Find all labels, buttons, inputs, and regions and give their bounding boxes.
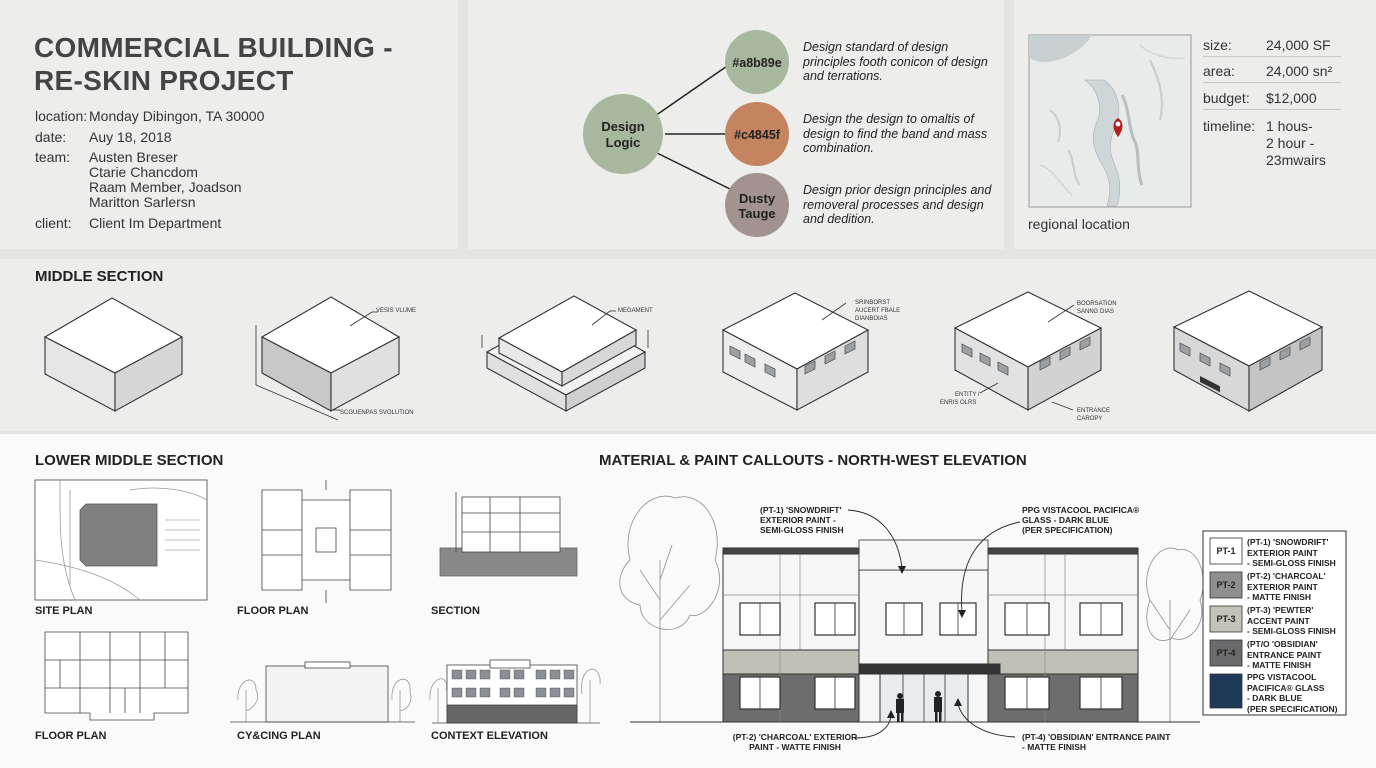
spec-timeline-value: 1 hous- [1266, 118, 1313, 134]
team-member: Ctarie Chancdom [89, 164, 198, 180]
lower-section-heading: LOWER MIDDLE SECTION [35, 452, 224, 469]
caption-site-plan: SITE PLAN [35, 605, 93, 617]
callout-pt4-line: (PT-4) 'OBSIDIAN' ENTRANCE PAINT [1022, 732, 1171, 742]
team-label: team: [35, 149, 71, 165]
legend-line: ACCENT PAINT [1247, 615, 1310, 626]
legend-code-pt4: PT-4 [1216, 648, 1236, 658]
caption-context-elevation: CONTEXT ELEVATION [431, 730, 548, 742]
callout-pt1-line: (PT-1) 'SNOWDRIFT' [760, 505, 842, 515]
spec-size-label: size: [1203, 37, 1232, 53]
date-label: date: [35, 129, 67, 145]
map-caption: regional location [1028, 216, 1130, 232]
design-note-2: Design the design to omaltis of design t… [803, 112, 988, 155]
client-label: client: [35, 215, 72, 231]
project-title: COMMERCIAL BUILDING - RE-SKIN PROJECT [34, 32, 393, 96]
callout-pt2-line: (PT-2) 'CHARCOAL' EXTERIOR [732, 732, 858, 742]
caption-cycling-plan: CY&CING PLAN [237, 730, 321, 742]
callout-pt2-line: PAINT - WATTE FINISH [749, 742, 841, 752]
legend-text-pt1: (PT-1) 'SNOWDRIFT' EXTERIOR PAINT - SEMI… [1247, 537, 1347, 569]
location-label: location: [35, 108, 88, 124]
callout-glass: PPG VISTACOOL PACIFICA® GLASS - DARK BLU… [1022, 505, 1139, 535]
spec-budget-value: $12,000 [1266, 90, 1317, 106]
spec-timeline-value: 23mwairs [1266, 152, 1326, 168]
project-info-panel [0, 0, 458, 249]
legend-line: - SEMI-GLOSS FINISH [1247, 558, 1336, 568]
spec-area: area: 24,000 sn² [1203, 63, 1332, 79]
callout-pt1-line: EXTERIOR PAINT - [760, 515, 836, 525]
callout-pt1-line: SEMI-GLOSS FINISH [760, 525, 844, 535]
spec-area-label: area: [1203, 63, 1235, 79]
caption-floor-plan-1: FLOOR PLAN [237, 605, 309, 617]
spec-divider [1203, 82, 1341, 83]
legend-text-pt3: (PT-3) 'PEWTER' ACCENT PAINT - SEMI-GLOS… [1247, 605, 1347, 637]
date-value: Auy 18, 2018 [89, 129, 172, 145]
spec-timeline: timeline: 1 hous- 2 hour - 23mwairs [1203, 118, 1326, 168]
middle-section-heading: MIDDLE SECTION [35, 268, 164, 285]
legend-line: ENTRANCE PAINT [1247, 649, 1322, 660]
legend-line: (PER SPECIFICATION) [1247, 703, 1338, 714]
spec-timeline-label: timeline: [1203, 118, 1256, 134]
legend-line: - MATTE FINISH [1247, 660, 1312, 670]
client-value: Client Im Department [89, 215, 222, 231]
legend-code-pt3: PT-3 [1216, 614, 1236, 624]
legend-line: - MATTE FINISH [1247, 592, 1312, 602]
legend-line: (PT/O 'OBSIDIAN' [1247, 639, 1318, 649]
spec-size-value: 24,000 SF [1266, 37, 1331, 53]
legend-text-pt4: (PT/O 'OBSIDIAN' ENTRANCE PAINT - MATTE … [1247, 639, 1347, 671]
callout-pt4-line: - MATTE FINISH [1022, 742, 1087, 752]
location-value: Monday Dibingon, TA 30000 [89, 108, 265, 124]
spec-timeline-value: 2 hour - [1266, 135, 1315, 151]
legend-code-pt1: PT-1 [1216, 546, 1236, 556]
legend-line: EXTERIOR PAINT [1247, 547, 1318, 558]
middle-section-panel [0, 259, 1376, 431]
callout-glass-line: PPG VISTACOOL PACIFICA® [1022, 505, 1140, 515]
lower-section-panel [0, 434, 1376, 768]
legend-line: PPG VISTACOOL [1247, 672, 1317, 682]
design-note-1: Design standard of design principles foo… [803, 40, 988, 83]
spec-divider [1203, 56, 1341, 57]
callout-pt2: (PT-2) 'CHARCOAL' EXTERIOR PAINT - WATTE… [720, 732, 870, 752]
legend-line: EXTERIOR PAINT [1247, 581, 1318, 592]
callout-glass-line: GLASS - DARK BLUE [1022, 515, 1109, 525]
legend-line: PACIFICA® GLASS [1247, 682, 1325, 693]
spec-divider [1203, 109, 1341, 110]
callout-pt1: (PT-1) 'SNOWDRIFT' EXTERIOR PAINT - SEMI… [760, 505, 844, 535]
spec-size: size: 24,000 SF [1203, 37, 1331, 53]
legend-line: - SEMI-GLOSS FINISH [1247, 626, 1336, 636]
spec-area-value: 24,000 sn² [1266, 63, 1333, 79]
callout-glass-line: (PER SPECIFICATION) [1022, 525, 1113, 535]
team-member: Raam Member, Joadson [89, 179, 242, 195]
legend-line: (PT-1) 'SNOWDRIFT' [1247, 537, 1329, 547]
legend-text-glass: PPG VISTACOOL PACIFICA® GLASS - DARK BLU… [1247, 672, 1347, 714]
team-member: Maritton Sarlersn [89, 194, 196, 210]
spec-budget: budget: $12,000 [1203, 90, 1317, 106]
elevation-heading: MATERIAL & PAINT CALLOUTS - NORTH-WEST E… [599, 452, 1027, 469]
team-member: Austen Breser [89, 149, 178, 165]
spec-budget-label: budget: [1203, 90, 1250, 106]
caption-section: SECTION [431, 605, 480, 617]
caption-floor-plan-2: FLOOR PLAN [35, 730, 107, 742]
legend-line: - DARK BLUE [1247, 693, 1303, 703]
legend-line: (PT-3) 'PEWTER' [1247, 605, 1314, 615]
legend-line: (PT-2) 'CHARCOAL' [1247, 571, 1326, 581]
design-note-3: Design prior design principles and remov… [803, 183, 992, 226]
callout-pt4: (PT-4) 'OBSIDIAN' ENTRANCE PAINT - MATTE… [1022, 732, 1170, 752]
legend-text-pt2: (PT-2) 'CHARCOAL' EXTERIOR PAINT - MATTE… [1247, 571, 1347, 603]
legend-code-pt2: PT-2 [1216, 580, 1236, 590]
